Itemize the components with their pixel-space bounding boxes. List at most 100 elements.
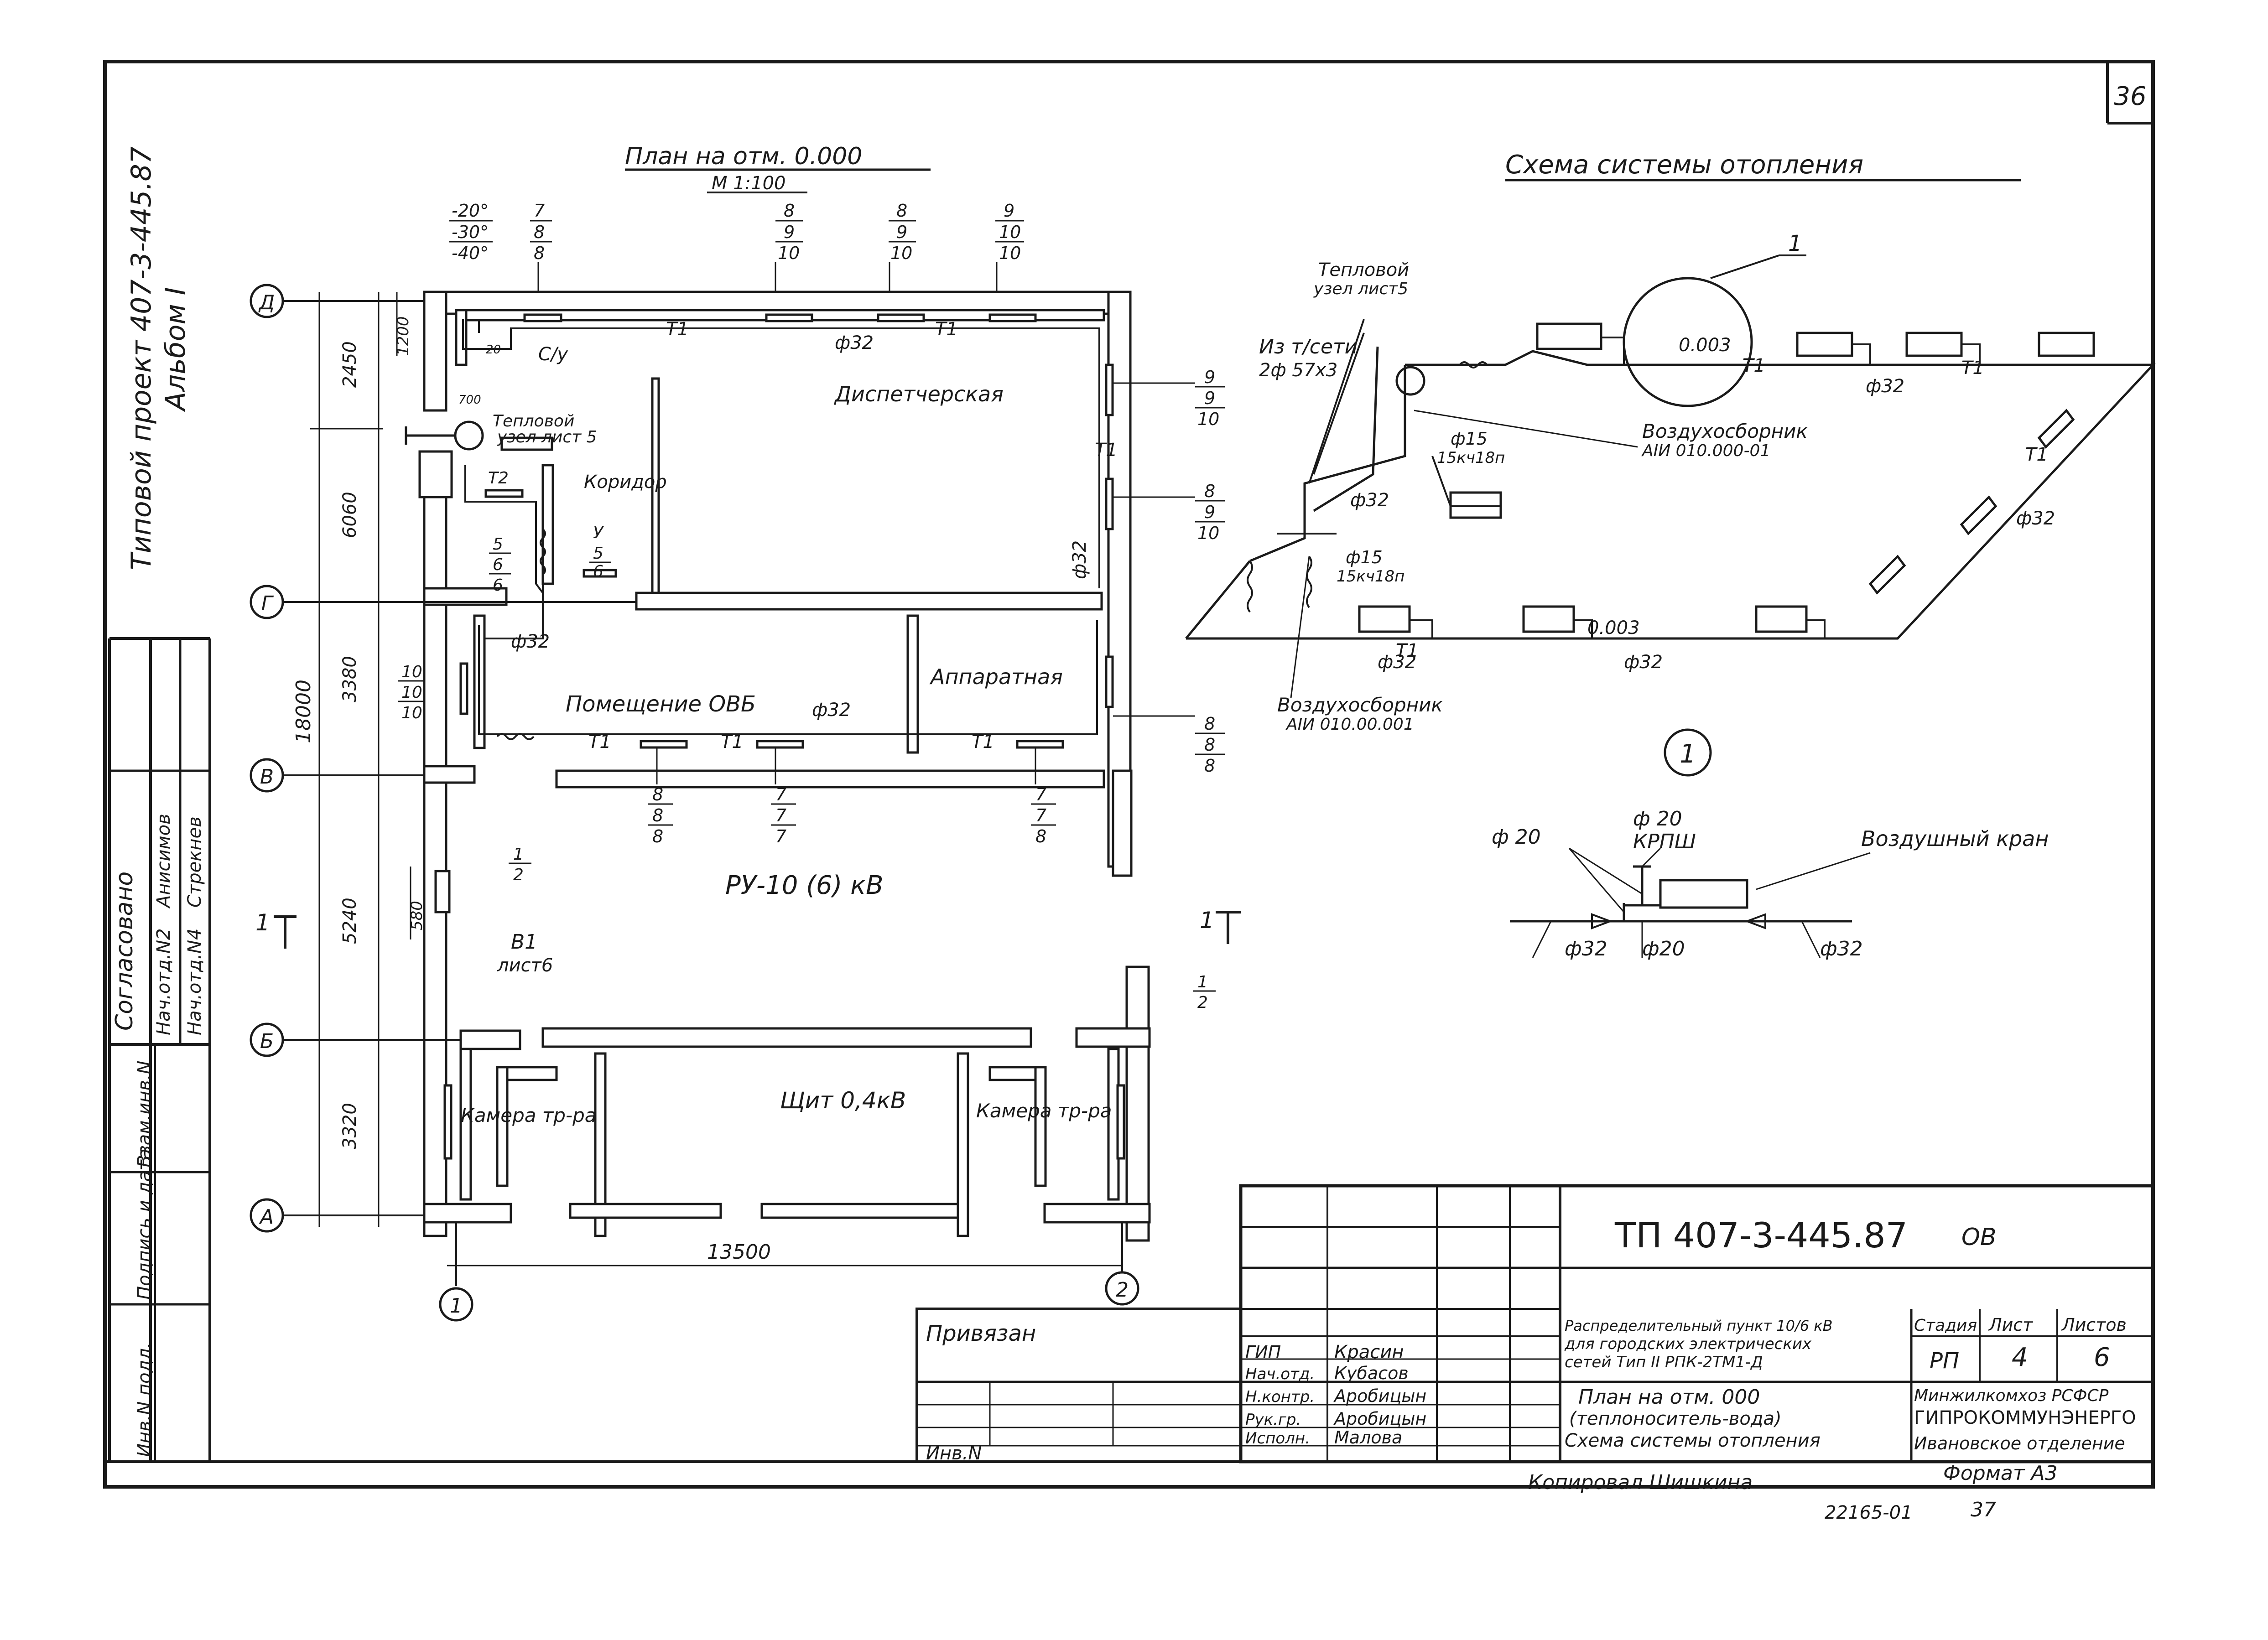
svg-text:узел лист5: узел лист5 [1313, 280, 1408, 298]
stamp-code: ТП 407-3-445.87 [1614, 1215, 1908, 1256]
svg-text:3380: 3380 [339, 656, 360, 702]
svg-text:Листов: Листов [2061, 1315, 2127, 1335]
room-apparat: Аппаратная [929, 664, 1063, 689]
svg-text:Красин: Красин [1334, 1342, 1404, 1363]
svg-text:7: 7 [1035, 784, 1046, 804]
svg-text:Т1: Т1 [721, 732, 744, 753]
svg-text:сетей Тип II РПК-2ТМ1-Д: сетей Тип II РПК-2ТМ1-Д [1565, 1353, 1763, 1371]
axis-bubble-v [250, 758, 284, 793]
svg-text:Малова: Малова [1334, 1427, 1402, 1448]
detail-bubble [1664, 728, 1712, 777]
svg-text:5: 5 [493, 535, 503, 554]
svg-text:Распределительный пункт 10/6 к: Распределительный пункт 10/6 кВ [1565, 1317, 1833, 1334]
svg-text:2: 2 [513, 866, 524, 884]
svg-text:18000: 18000 [292, 680, 315, 743]
plan-pipes [405, 319, 1100, 740]
grid-axes: Д Г В Б А 1 2 [250, 284, 1139, 1322]
svg-text:Д: Д [258, 291, 275, 314]
svg-text:Минжилкомхоз РСФСР: Минжилкомхоз РСФСР [1914, 1386, 2109, 1405]
svg-text:Аробицын: Аробицын [1333, 1386, 1426, 1406]
svg-text:4: 4 [2012, 1343, 2028, 1372]
side-album: Альбом I [160, 287, 192, 413]
svg-text:2: 2 [1116, 1278, 1129, 1302]
dimensions: 2450 6060 3380 5240 3320 18000 1200 580 … [292, 292, 1122, 1266]
svg-text:Т1: Т1 [935, 319, 958, 340]
svg-text:10: 10 [401, 704, 422, 722]
svg-text:ф 20: ф 20 [1633, 807, 1682, 830]
svg-text:580: 580 [408, 901, 426, 930]
svg-text:8: 8 [784, 201, 795, 221]
svg-text:20: 20 [486, 343, 501, 357]
svg-text:Т1: Т1 [1743, 355, 1765, 376]
svg-text:9: 9 [1204, 388, 1215, 408]
svg-text:Рук.гр.: Рук.гр. [1245, 1411, 1301, 1429]
svg-text:8: 8 [652, 826, 663, 846]
svg-text:ф32: ф32 [1378, 652, 1416, 673]
svg-text:ф32: ф32 [1820, 937, 1863, 960]
stamp-inv: Инв.N [926, 1443, 982, 1464]
temp-40: -40° [452, 243, 489, 263]
svg-text:Т1: Т1 [588, 732, 611, 753]
svg-text:ф32: ф32 [812, 700, 851, 721]
svg-text:6: 6 [2094, 1343, 2110, 1372]
svg-text:10: 10 [778, 243, 800, 263]
footer-copied: Копировал Шишкина [1528, 1471, 1753, 1494]
room-corridor: Коридор [584, 472, 667, 493]
heat-node-symbol [454, 420, 484, 451]
svg-text:9: 9 [896, 222, 907, 242]
scheme-air-bottom: Воздухосборник [1277, 694, 1443, 716]
svg-text:5: 5 [593, 544, 603, 563]
scheme-heat-node: Тепловой [1318, 259, 1409, 280]
approval-name-2: Стрекнев [184, 816, 205, 908]
svg-text:6: 6 [593, 562, 603, 581]
svg-text:0.003: 0.003 [1679, 335, 1731, 356]
plan-title: План на отм. 0.000 [625, 143, 862, 170]
svg-text:АIИ 010.00.001: АIИ 010.00.001 [1285, 715, 1414, 734]
svg-text:Лист: Лист [1988, 1315, 2034, 1335]
svg-text:РП: РП [1930, 1348, 1959, 1374]
stamp-privyazan: Привязан [926, 1321, 1036, 1346]
axis-bubble-1 [439, 1287, 473, 1322]
svg-text:Ивановское отделение: Ивановское отделение [1914, 1433, 2125, 1453]
svg-text:10: 10 [1197, 523, 1219, 543]
scheme-air-top: Воздухосборник [1642, 420, 1808, 442]
scheme-from-net: Из т/сети [1259, 335, 1358, 358]
svg-text:Т1: Т1 [1396, 640, 1419, 661]
svg-text:7: 7 [1035, 805, 1046, 825]
svg-text:15кч18п: 15кч18п [1437, 449, 1505, 467]
svg-text:Б: Б [260, 1030, 274, 1053]
svg-text:9: 9 [1204, 367, 1215, 387]
svg-text:Воздушный кран: Воздушный кран [1861, 826, 2049, 851]
svg-text:7: 7 [775, 784, 786, 804]
temp-30: -30° [452, 222, 489, 242]
svg-text:Т2: Т2 [488, 469, 509, 488]
section-marks: 1 1 [255, 907, 1241, 949]
svg-text:ф 20: ф 20 [1492, 825, 1541, 849]
axis-bubble-b [250, 1022, 284, 1057]
svg-text:Исполн.: Исполн. [1245, 1429, 1310, 1448]
svg-text:5240: 5240 [339, 898, 360, 944]
svg-text:9: 9 [1204, 502, 1215, 522]
building-walls [418, 291, 1151, 1242]
footer-page: 37 [1971, 1498, 1996, 1521]
svg-text:0.003: 0.003 [1587, 618, 1640, 638]
side-col-inv: Инв.N подл. [134, 1342, 155, 1457]
axis-bubble-a [250, 1198, 284, 1233]
svg-text:В: В [260, 765, 274, 789]
detail-air-valve [1510, 847, 1871, 958]
svg-text:ГИП: ГИП [1245, 1342, 1281, 1362]
svg-text:2ф 57х3: 2ф 57х3 [1259, 360, 1337, 381]
footer-num: 22165-01 [1825, 1502, 1913, 1523]
svg-text:700: 700 [458, 393, 481, 407]
svg-text:10: 10 [1197, 409, 1219, 429]
svg-text:9: 9 [1004, 201, 1014, 221]
svg-text:для городских электрических: для городских электрических [1564, 1335, 1812, 1353]
scheme-title: Схема системы отопления [1505, 150, 1863, 180]
svg-text:ф20: ф20 [1642, 937, 1685, 960]
svg-text:лист6: лист6 [497, 955, 553, 976]
room-ovb: Помещение ОВБ [566, 691, 756, 717]
svg-text:8: 8 [652, 784, 663, 804]
footer-format: Формат А3 [1943, 1462, 2058, 1485]
svg-text:ф32: ф32 [2016, 508, 2055, 529]
